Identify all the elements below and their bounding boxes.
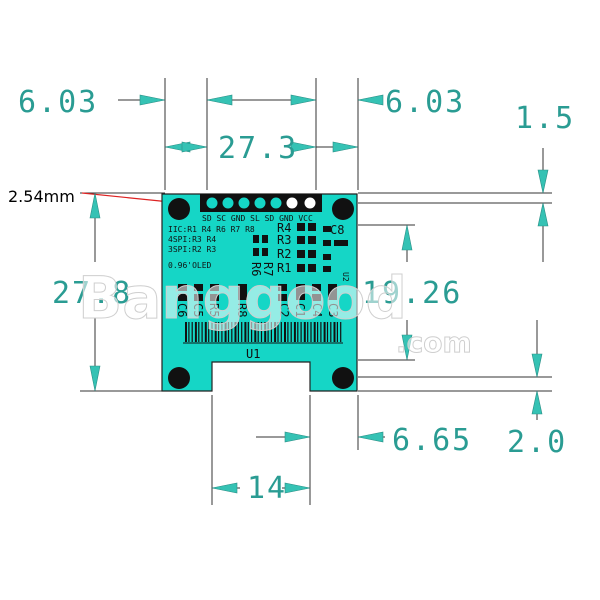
fpc-trace <box>307 322 309 342</box>
c6-label: C6 <box>175 303 189 317</box>
fpc-connector <box>185 322 342 342</box>
c2-label: C2 <box>277 303 291 317</box>
fpc-trace <box>326 322 329 342</box>
c8-label: C8 <box>330 223 344 237</box>
u2-label: U2 <box>341 272 350 282</box>
mounting-hole <box>168 367 190 389</box>
fpc-trace <box>280 322 282 342</box>
c4-label: C4 <box>310 303 324 317</box>
fpc-trace <box>287 322 289 342</box>
dimension-labels: 6.03 6.03 27.3 1.5 2.54mm 27.8 19.26 6.6… <box>8 85 575 506</box>
r2-label: R2 <box>277 247 291 261</box>
fpc-trace <box>224 322 227 342</box>
fpc-trace <box>303 322 306 342</box>
r6-label: R6 <box>249 262 263 276</box>
watermark-brand: Banggood <box>78 264 407 332</box>
display-height-label: 19.26 <box>362 276 462 311</box>
r7-label: R7 <box>261 262 275 276</box>
bottom-offset-label: 2.0 <box>507 425 567 460</box>
mounting-hole <box>332 198 354 220</box>
fpc-trace <box>267 322 269 342</box>
r3-label: R3 <box>277 233 291 247</box>
fpc-trace <box>260 322 263 342</box>
fpc-trace <box>300 322 302 342</box>
c1-label: C1 <box>293 303 307 317</box>
fpc-trace <box>257 322 259 342</box>
fpc-trace <box>320 322 322 342</box>
fpc-trace <box>293 322 296 342</box>
fpc-trace <box>340 322 342 342</box>
mounting-hole <box>168 198 190 220</box>
fpc-trace <box>244 322 247 342</box>
mounting-hole <box>332 367 354 389</box>
fpc-trace <box>323 322 326 342</box>
fpc-trace <box>208 322 210 342</box>
config-4spi-label: 4SPI:R3 R4 <box>168 235 216 244</box>
fpc-trace <box>198 322 200 342</box>
pin-span-label: 27.3 <box>218 131 298 166</box>
top-left-margin-label: 6.03 <box>18 85 98 120</box>
bottom-right-margin-label: 6.65 <box>392 423 472 458</box>
fpc-trace <box>204 322 207 342</box>
fpc-trace <box>317 322 319 342</box>
r5-label: R5 <box>207 303 221 317</box>
fpc-trace <box>277 322 279 342</box>
fpc-trace <box>297 322 299 342</box>
model-label: 0.96'OLED <box>168 261 212 270</box>
top-right-margin-label: 6.03 <box>385 85 465 120</box>
fpc-trace <box>211 322 213 342</box>
board-height-label: 27.8 <box>52 276 132 311</box>
fpc-trace <box>333 322 336 342</box>
pin-row-label: SD SC GND SL SD GND VCC <box>202 214 313 223</box>
fpc-trace <box>191 322 193 342</box>
fpc-trace <box>227 322 230 342</box>
fpc-trace <box>270 322 272 342</box>
config-3spi-label: 3SPI:R2 R3 <box>168 245 216 254</box>
fpc-trace <box>221 322 223 342</box>
fpc-trace <box>214 322 217 342</box>
fpc-trace <box>284 322 286 342</box>
fpc-trace <box>310 322 312 342</box>
config-iic-label: IIC:R1 R4 R6 R7 R8 <box>168 225 255 234</box>
pcb-board: SD SC GND SL SD GND VCC IIC:R1 R4 R6 R7 … <box>161 193 358 392</box>
fpc-trace <box>254 322 257 342</box>
top-offset-label: 1.5 <box>515 101 575 136</box>
fpc-trace <box>336 322 338 342</box>
fpc-trace <box>218 322 220 342</box>
fpc-trace <box>241 322 243 342</box>
fpc-trace <box>237 322 239 342</box>
bottom-width-label: 14 <box>247 471 287 506</box>
r8-label: R8 <box>235 303 249 317</box>
fpc-trace <box>201 322 203 342</box>
fpc-trace <box>251 322 253 342</box>
fpc-trace <box>330 322 332 342</box>
watermark-domain: .com <box>396 326 472 359</box>
fpc-trace <box>188 322 190 342</box>
fpc-trace <box>247 322 249 342</box>
fpc-trace <box>264 322 267 342</box>
fpc-trace <box>194 322 197 342</box>
fpc-trace <box>231 322 233 342</box>
c5-label: C5 <box>191 303 205 317</box>
fpc-trace <box>234 322 237 342</box>
fpc-trace <box>313 322 316 342</box>
r4-label: R4 <box>277 221 291 235</box>
u1-label: U1 <box>246 347 260 361</box>
fpc-trace <box>185 322 187 342</box>
banggood-watermark: Banggood .com <box>78 264 473 360</box>
r1-label: R1 <box>277 261 291 275</box>
c3-label: C3 <box>326 303 340 317</box>
fpc-trace <box>290 322 292 342</box>
pin-pitch-label: 2.54mm <box>8 187 75 206</box>
fpc-trace <box>274 322 277 342</box>
dimension-arrows <box>89 94 549 494</box>
